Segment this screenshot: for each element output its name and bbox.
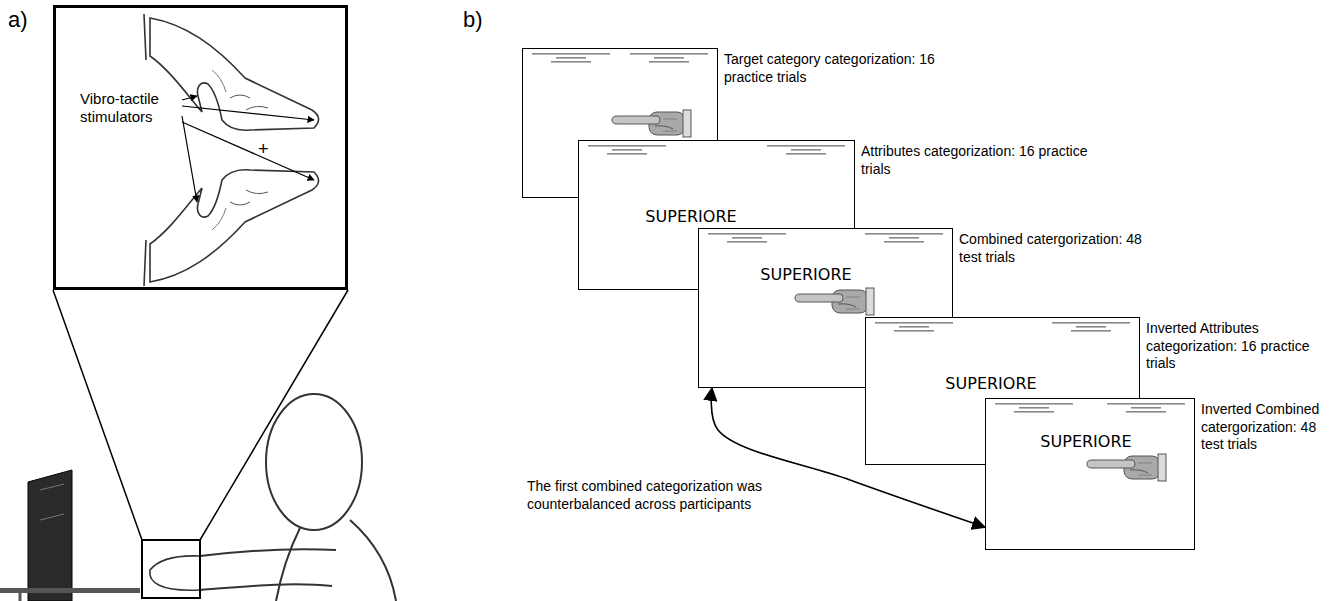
fixation-cross: + xyxy=(258,139,269,161)
desk-leg xyxy=(19,593,22,601)
pointing-hand xyxy=(1087,454,1166,481)
phase-caption: Target category categorization: 16 pract… xyxy=(724,51,956,86)
instruction-mark xyxy=(875,322,953,324)
instruction-mark xyxy=(607,153,647,155)
leader-lines xyxy=(182,96,314,202)
instruction-mark xyxy=(791,149,821,151)
person-head xyxy=(266,394,362,530)
instruction-mark xyxy=(1071,330,1111,332)
instruction-mark xyxy=(894,330,934,332)
person-body xyxy=(350,520,396,601)
person-arm xyxy=(200,549,336,556)
instruction-mark xyxy=(556,57,586,59)
instruction-mark xyxy=(995,403,1073,405)
instruction-mark xyxy=(612,149,642,151)
hand-drawing xyxy=(144,170,319,286)
hand-drawing xyxy=(144,14,319,130)
instruction-mark xyxy=(865,233,943,235)
person-hands xyxy=(150,556,200,590)
note-text: The first combined categorization was co… xyxy=(527,478,802,513)
monitor-hatch xyxy=(40,484,64,490)
instruction-mark xyxy=(649,61,689,63)
instruction-mark xyxy=(1019,407,1049,409)
instruction-mark xyxy=(767,145,845,147)
instruction-mark xyxy=(727,241,767,243)
phase-caption: Inverted Attributes categorization: 16 p… xyxy=(1146,320,1336,373)
callout-label: Vibro-tactile stimulators xyxy=(80,90,180,126)
monitor-hatch xyxy=(40,514,64,520)
person-arm xyxy=(200,584,332,590)
instruction-mark xyxy=(1131,407,1161,409)
instruction-mark xyxy=(884,241,924,243)
instruction-mark xyxy=(708,233,786,235)
stimulus-word: SUPERIORE xyxy=(1040,432,1131,451)
person-body xyxy=(276,528,300,601)
zoom-inset: Vibro-tactile stimulators + xyxy=(53,5,348,290)
phase-caption: Combined catergorization: 48 test trials xyxy=(959,231,1159,266)
instruction-mark xyxy=(588,145,666,147)
instruction-mark xyxy=(1014,411,1054,413)
instruction-mark xyxy=(1107,403,1185,405)
pointing-hand xyxy=(795,288,874,315)
panel-letter: a) xyxy=(8,6,28,34)
instruction-mark xyxy=(654,57,684,59)
instruction-mark xyxy=(899,326,929,328)
screen-frame: Inverted Combined catergorization: 48 te… xyxy=(985,398,1195,550)
instruction-mark xyxy=(732,237,762,239)
monitor xyxy=(28,470,72,601)
panel-letter: b) xyxy=(463,6,483,34)
instruction-mark xyxy=(889,237,919,239)
instruction-mark xyxy=(1052,322,1130,324)
screen-content xyxy=(986,399,1194,549)
zoom-square xyxy=(142,540,200,598)
instruction-mark xyxy=(532,53,610,55)
instruction-mark xyxy=(551,61,591,63)
desk xyxy=(0,588,140,593)
stimulus-word: SUPERIORE xyxy=(945,374,1036,393)
phase-caption: Inverted Combined catergorization: 48 te… xyxy=(1201,401,1335,454)
phase-caption: Attributes categorization: 16 practice t… xyxy=(861,143,1089,178)
instruction-mark xyxy=(1126,411,1166,413)
instruction-mark xyxy=(1076,326,1106,328)
pointing-hand xyxy=(612,110,691,137)
stimulus-word: SUPERIORE xyxy=(645,207,736,226)
instruction-mark xyxy=(786,153,826,155)
instruction-mark xyxy=(630,53,708,55)
stimulus-word: SUPERIORE xyxy=(760,265,851,284)
